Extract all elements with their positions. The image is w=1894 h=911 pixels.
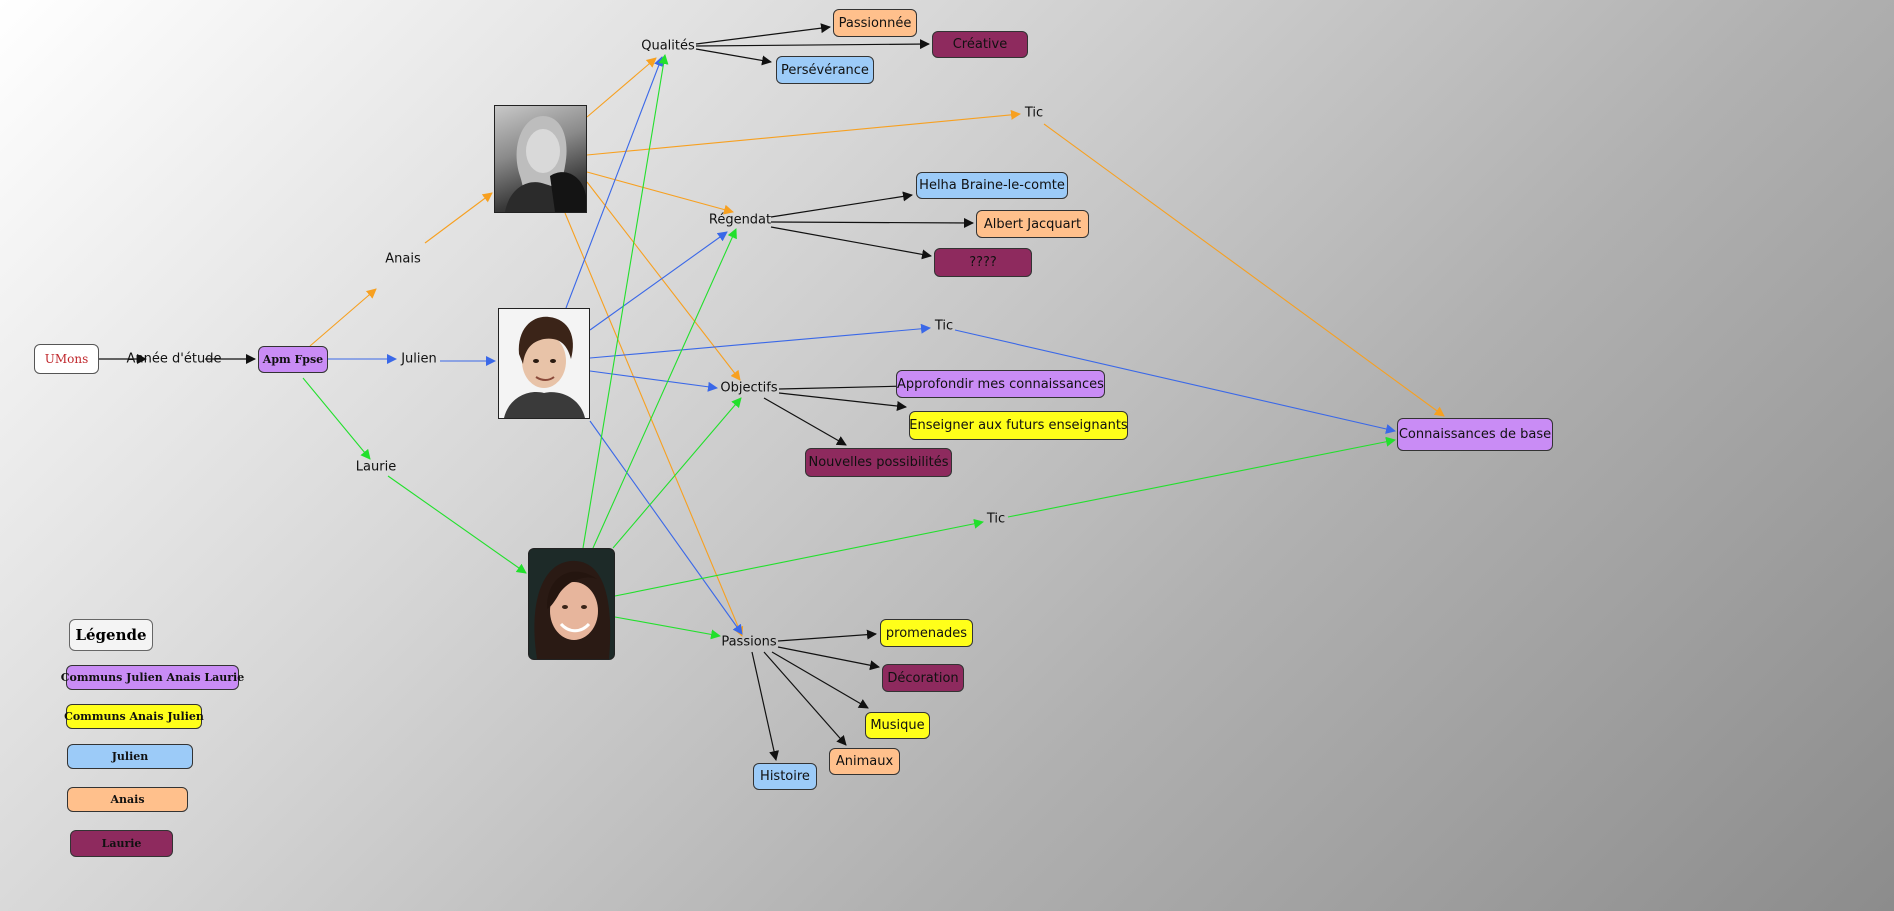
edge-regendat-to-albert	[771, 222, 973, 223]
label-tic-anais: Tic	[1025, 106, 1043, 121]
node-creative[interactable]: Créative	[932, 31, 1028, 58]
node-promenades[interactable]: promenades	[880, 619, 973, 647]
node-helha[interactable]: Helha Braine-le-comte	[916, 172, 1068, 199]
label-objectifs: Objectifs	[720, 381, 777, 396]
node-passionnee[interactable]: Passionnée	[833, 9, 917, 37]
edge-apm-to-laurie-label	[303, 378, 370, 459]
edge-objectifs-to-enseigner	[779, 393, 906, 407]
node-perseverance[interactable]: Persévérance	[776, 56, 874, 84]
node-musique[interactable]: Musique	[865, 712, 930, 739]
edge-objectifs-to-nouvelles	[764, 398, 846, 445]
edge-objectifs-to-approfondir	[779, 386, 908, 389]
edge-qualites-to-creative	[696, 44, 929, 46]
legend-laurie: Laurie	[70, 830, 173, 857]
label-qualites: Qualités	[641, 39, 695, 54]
node-enseigner[interactable]: Enseigner aux futurs enseignants	[909, 411, 1128, 440]
label-passions: Passions	[721, 635, 776, 650]
node-albert[interactable]: Albert Jacquart	[976, 210, 1089, 238]
laurie-portrait-icon	[529, 549, 614, 659]
label-regendat: Régendat	[709, 213, 771, 228]
node-qqqq[interactable]: ????	[934, 248, 1032, 277]
node-animaux[interactable]: Animaux	[829, 748, 900, 775]
label-anais: Anais	[385, 252, 420, 267]
node-nouvelles[interactable]: Nouvelles possibilités	[805, 448, 952, 477]
edge-laurie-to-qualites	[583, 55, 665, 548]
julien-portrait-icon	[499, 309, 589, 418]
edge-anais-to-regendat	[587, 172, 733, 212]
photo-julien[interactable]	[498, 308, 590, 419]
node-histoire[interactable]: Histoire	[753, 763, 817, 790]
edge-regendat-to-qqqq	[771, 227, 931, 256]
edge-laurie-to-passions	[615, 617, 720, 636]
legend-julien: Julien	[67, 744, 193, 769]
edge-passions-to-histoire	[752, 652, 776, 760]
edge-passions-to-promenades	[778, 634, 876, 641]
label-julien: Julien	[401, 352, 437, 367]
edge-passions-to-musique	[772, 652, 868, 708]
photo-laurie[interactable]	[528, 548, 615, 660]
photo-anais[interactable]	[494, 105, 587, 213]
anais-portrait-icon	[495, 106, 586, 212]
edge-tic-laurie-to-connaissances	[1008, 440, 1395, 517]
edge-anais-label-to-photo	[425, 193, 492, 243]
edge-julien-to-tic	[590, 328, 930, 358]
legend-communs-anais-julien: Communs Anais Julien	[66, 704, 202, 729]
node-apm-fpse[interactable]: Apm Fpse	[258, 346, 328, 373]
label-tic-laurie: Tic	[987, 512, 1005, 527]
edge-passions-to-animaux	[764, 652, 846, 745]
legend-title: Légende	[69, 619, 153, 651]
edge-anais-to-qualites	[587, 58, 656, 117]
edge-laurie-label-to-photo	[388, 476, 526, 573]
label-tic-julien: Tic	[935, 319, 953, 334]
legend-anais: Anais	[67, 787, 188, 812]
edge-qualites-to-passionnee	[696, 27, 830, 44]
edge-apm-to-anais-label	[310, 289, 376, 346]
edge-julien-to-regendat	[590, 232, 727, 330]
label-laurie: Laurie	[356, 460, 396, 475]
edge-regendat-to-helha	[771, 195, 912, 217]
node-umons[interactable]: UMons	[34, 344, 99, 374]
label-annee-etude: Année d'étude	[127, 352, 222, 367]
node-approfondir[interactable]: Approfondir mes connaissances	[896, 370, 1105, 398]
node-connaissances[interactable]: Connaissances de base	[1397, 418, 1553, 451]
node-decoration[interactable]: Décoration	[882, 664, 964, 692]
legend-communs-all: Communs Julien Anais Laurie	[66, 665, 239, 690]
edge-laurie-to-objectifs	[613, 398, 741, 548]
edge-julien-to-objectifs	[590, 371, 717, 388]
edge-qualites-to-perseverance	[696, 49, 771, 62]
